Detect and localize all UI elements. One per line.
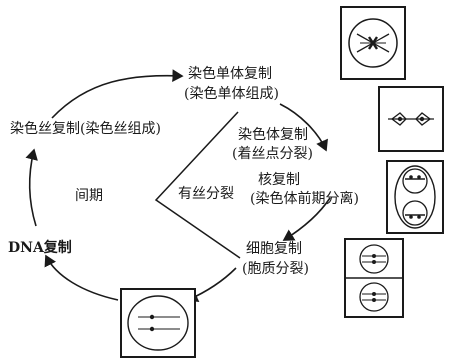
mitosis-label: 有丝分裂 — [178, 186, 234, 202]
chromosome-copy-label: 染色体复制 — [238, 127, 308, 143]
nuclear-copy-sub-label: (染色体前期分离) — [250, 191, 359, 207]
filament-copy-label: 染色丝复制(染色丝组成) — [10, 121, 161, 137]
cell-copy-label: 细胞复制 — [246, 241, 302, 257]
telophase-panel — [386, 160, 444, 234]
arc-bottom-left — [46, 256, 118, 300]
dna-copy-label: DNA复制 — [8, 240, 72, 256]
interphase-label: 间期 — [75, 188, 103, 204]
arc-left — [30, 150, 36, 226]
daughter-cells-panel — [344, 238, 404, 318]
interphase-cell-panel — [120, 288, 196, 358]
mitosis-bracket — [156, 112, 240, 258]
chromosome-copy-sub-label: (着丝点分裂) — [232, 146, 313, 162]
arc-top — [52, 76, 182, 118]
cell-copy-sub-label: (胞质分裂) — [242, 261, 309, 277]
chromatid-copy-label: 染色单体复制 — [188, 66, 272, 82]
anaphase-panel — [378, 86, 444, 152]
chromatid-copy-sub-label: (染色单体组成) — [184, 86, 279, 102]
metaphase-panel — [340, 6, 406, 80]
nuclear-copy-label: 核复制 — [258, 172, 300, 188]
